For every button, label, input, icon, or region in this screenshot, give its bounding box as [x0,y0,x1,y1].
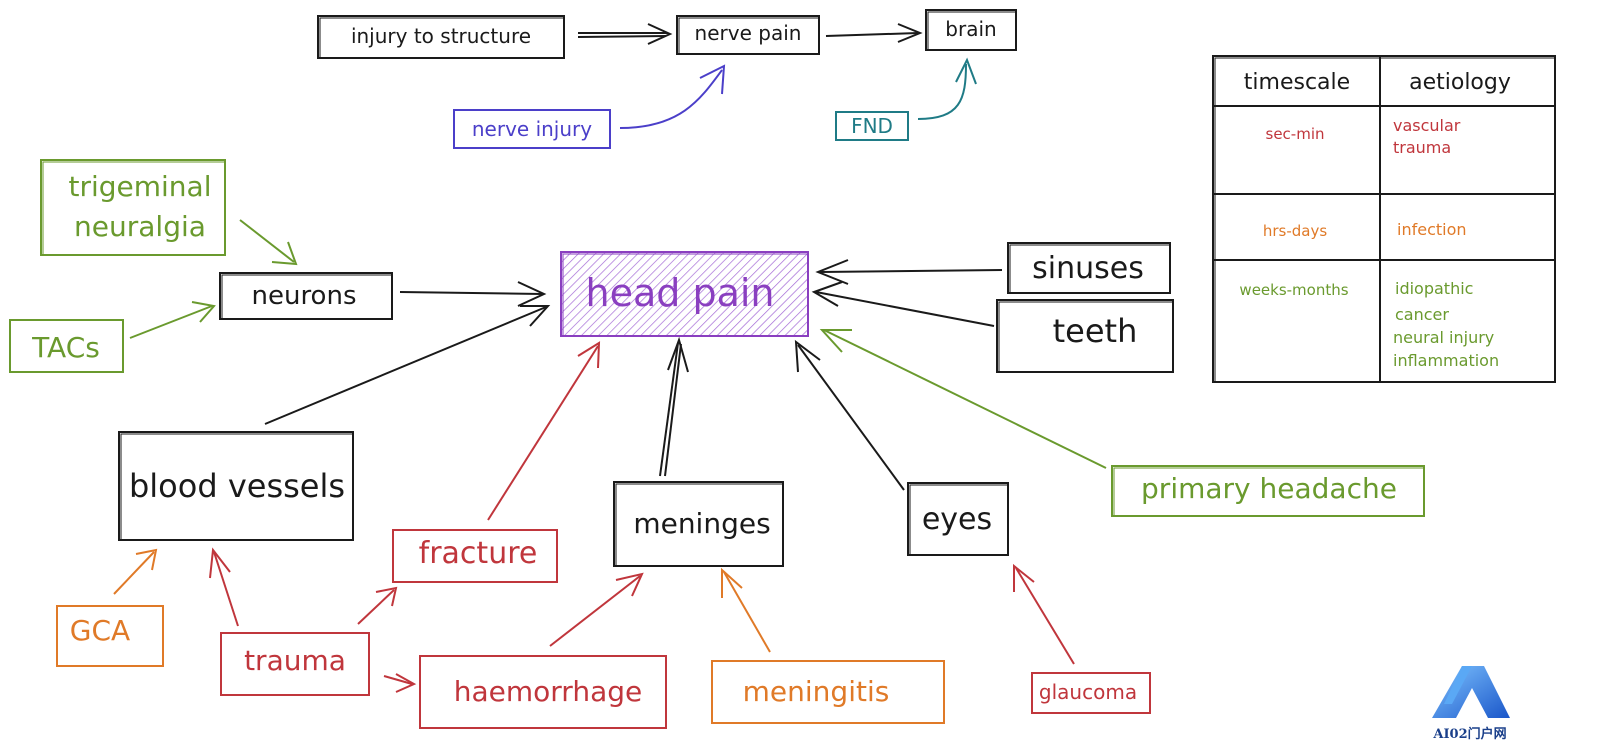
table-cell-timescale: sec-min [1266,125,1325,143]
arrow-meninges-to-head-pain [659,336,689,477]
label-fnd: FND [851,114,893,138]
table-cell-aetiology: cancer [1395,305,1449,324]
label-nerve-pain: nerve pain [695,21,802,45]
label-neurons: neurons [251,281,356,311]
arrow-sinuses-to-head-pain [815,259,1003,285]
table-header-aetiology: aetiology [1409,70,1511,95]
arrow-eyes-to-head-pain [794,339,905,491]
arrow-glaucoma-to-eyes [1013,563,1075,665]
table-cell-aetiology: neural injury [1393,328,1494,347]
arrow-gca-to-blood-vessels [113,548,158,595]
label-haemorrhage: haemorrhage [454,675,642,708]
box-eyes: eyes [907,482,1009,556]
table-header-timescale: timescale [1244,70,1350,95]
box-teeth: teeth [996,299,1174,373]
arrow-trauma-to-blood-vessels [209,547,239,627]
label-nerve-injury: nerve injury [472,117,592,141]
arrow-trauma-to-fracture [357,586,398,625]
label-meninges: meninges [633,507,770,540]
box-nerve-pain: nerve pain [676,15,820,55]
box-trauma: trauma [220,632,370,696]
logo-text: AI02门户网 [1432,726,1506,742]
label-tacs: TACs [31,331,100,364]
box-nerve-injury: nerve injury [453,109,611,149]
label-injury-to-structure: injury to structure [351,24,531,48]
label-neuralgia: neuralgia [74,210,206,243]
label-head-pain: head pain [586,271,775,315]
arrow-nerve-injury-to-nerve-pain [619,64,726,129]
arrow-meningitis-to-meninges [721,567,771,653]
label-trigeminal: trigeminal [68,170,211,203]
label-meningitis: meningitis [743,675,890,708]
arrow-fracture-to-head-pain [487,341,601,521]
label-trauma: trauma [244,644,346,677]
label-brain: brain [945,17,996,41]
box-head-pain: head pain [560,251,809,337]
table-cell-aetiology: vascular [1393,116,1461,135]
label-gca: GCA [70,614,130,647]
label-glaucoma: glaucoma [1039,680,1137,704]
arrow-trigeminal-to-neurons [239,219,298,266]
arrow-primary-headache-to-head-pain [819,329,1107,469]
arrow-tacs-to-neurons [129,301,216,339]
arrow-teeth-to-head-pain [811,281,995,327]
box-neurons: neurons [219,272,393,320]
arrow-haemorrhage-to-meninges [549,572,644,647]
label-eyes: eyes [922,502,992,537]
table-cell-aetiology: trauma [1393,138,1451,157]
table-cell-timescale: hrs-days [1263,222,1327,240]
box-injury-to-structure: injury to structure [317,15,565,59]
box-fnd: FND [835,111,909,141]
box-glaucoma: glaucoma [1031,672,1151,714]
table-cell-timescale: weeks-months [1239,281,1348,299]
box-tacs: TACs [9,319,124,373]
box-primary-headache: primary headache [1111,465,1425,517]
box-meninges: meninges [613,481,784,567]
label-blood-vessels: blood vessels [129,467,345,505]
label-fracture: fracture [419,536,538,571]
table-cell-aetiology: infection [1397,220,1467,239]
arrow-injury-to-nerve-pain [577,23,673,45]
aetiology-table [1212,55,1556,383]
label-teeth: teeth [1053,312,1138,350]
box-brain: brain [925,9,1017,51]
box-meningitis: meningitis [711,660,945,724]
arrow-trauma-to-haemorrhage [383,673,417,693]
arrow-nerve-pain-to-brain [825,23,923,43]
watermark-logo: AI02门户网 [1432,666,1510,742]
arrow-blood-vessels-to-head-pain [264,305,551,425]
box-haemorrhage: haemorrhage [419,655,667,729]
box-gca: GCA [56,605,164,667]
box-fracture: fracture [392,529,558,583]
box-trigeminal-neuralgia: trigeminal neuralgia [40,159,226,256]
box-blood-vessels: blood vessels [118,431,354,541]
table-cell-aetiology: inflammation [1393,351,1499,370]
arrow-neurons-to-head-pain [399,281,547,307]
table-cell-aetiology: idiopathic [1395,279,1473,298]
label-primary-headache: primary headache [1141,472,1397,505]
label-sinuses: sinuses [1032,251,1144,286]
box-sinuses: sinuses [1007,242,1171,294]
arrow-fnd-to-brain [917,57,977,120]
